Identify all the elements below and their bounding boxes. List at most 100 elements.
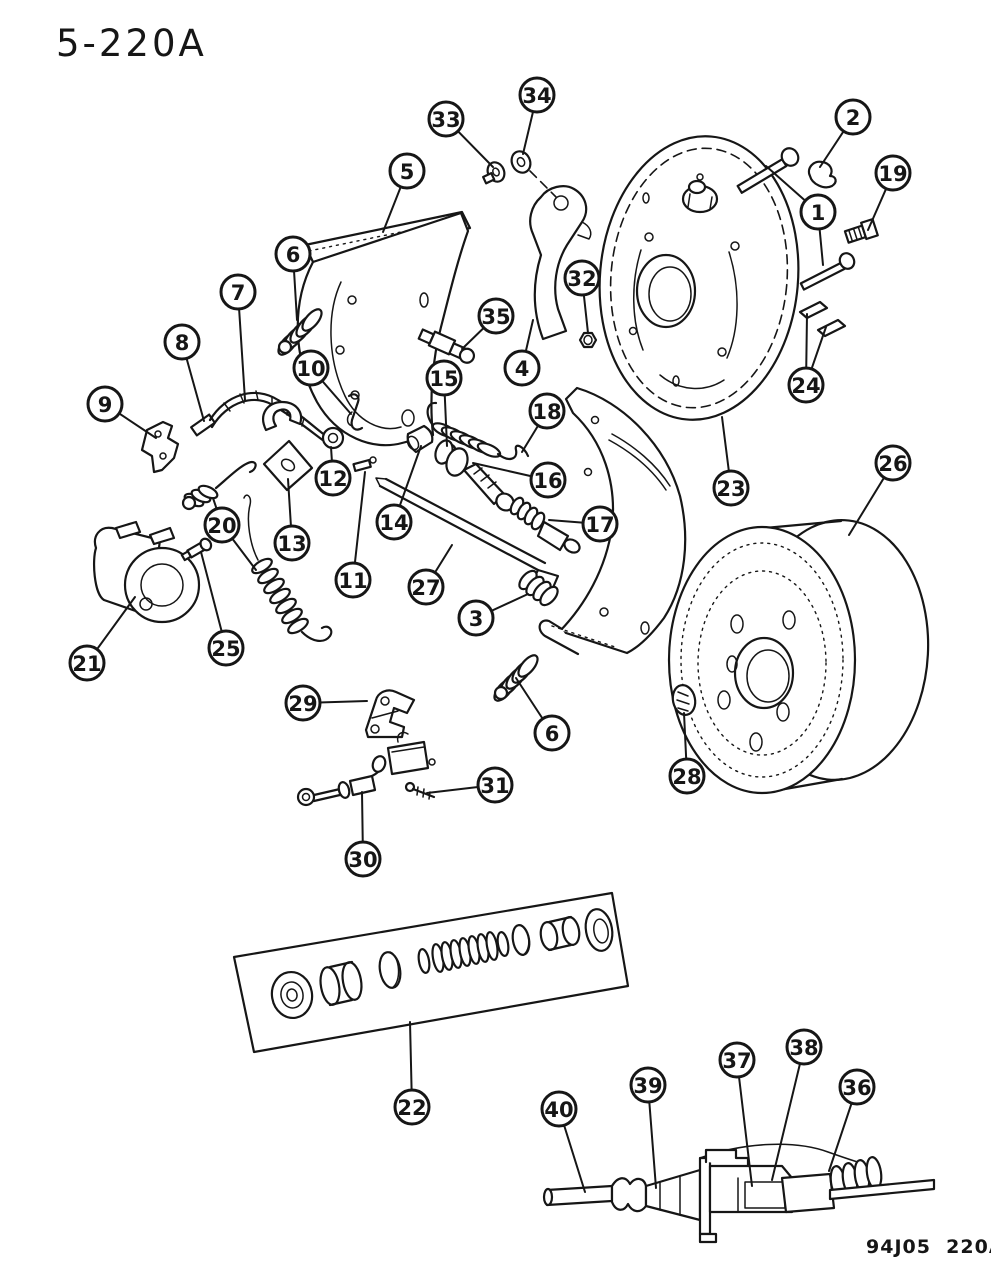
callout-circle [529,461,567,499]
callout-circle [476,766,514,804]
callout-11: 11 [334,471,372,599]
callout-27: 27 [407,544,453,606]
callouts-layer: 1234566789101112131415161718192021222324… [68,76,912,1193]
long-return-spring-art [243,494,333,642]
callout-34: 34 [518,76,556,155]
callout-31: 31 [426,766,514,804]
callout-9: 9 [86,385,157,439]
callout-number: 22 [397,1096,426,1120]
callout-number: 37 [722,1049,751,1073]
callout-17: 17 [548,505,619,543]
callout-2: 2 [819,98,872,168]
callout-number: 30 [348,848,377,872]
callout-number: 32 [567,267,596,291]
callout-number: 17 [585,513,614,537]
callout-39: 39 [629,1066,667,1189]
callout-number: 38 [789,1036,818,1060]
anchor-pin-art [417,328,476,364]
park-cable-assembly-art [542,1143,936,1244]
callout-circle [427,100,465,138]
callout-circle [314,459,352,497]
bleeder-screw-art [180,537,213,562]
callout-number: 27 [411,576,440,600]
return-spring-upper-art [277,308,323,356]
drawing-number: 5-220A [56,22,207,65]
callout-40: 40 [540,1090,586,1193]
callout-circle [787,366,825,404]
grease-cap-art [671,684,697,716]
callout-circle [407,568,445,606]
callout-12: 12 [314,446,352,497]
plate-code: 94J05 220A [866,1236,991,1258]
callout-number: 24 [791,374,820,398]
wheel-cylinder-art [93,520,201,624]
callout-number: 15 [429,367,458,391]
callout-20: 20 [203,497,257,571]
callout-circle [838,1068,876,1106]
callout-8: 8 [163,323,205,422]
callout-29: 29 [284,684,368,722]
callout-leader-line [736,1059,753,1187]
callout-33: 33 [427,100,494,168]
callout-circle [563,259,601,297]
callout-32: 32 [563,259,601,334]
adjuster-lever-art [140,420,180,474]
callout-number: 20 [207,514,236,538]
callout-circle [518,76,556,114]
callout-circle [203,506,241,544]
callout-circle [874,154,912,192]
callout-number: 18 [532,400,561,424]
rear-shoe-art [538,386,687,656]
callout-16: 16 [472,461,567,499]
callout-circle [334,561,372,599]
cable-guide-art [262,393,364,432]
repair-kit-art [232,891,630,1054]
callout-36: 36 [828,1068,876,1172]
callout-number: 29 [288,692,317,716]
callout-23: 23 [712,416,750,507]
lever-bracket-art [364,689,416,739]
callout-38: 38 [771,1028,823,1181]
callout-circle [274,235,312,273]
callout-3: 3 [457,593,529,637]
callout-number: 8 [175,331,190,355]
callout-number: 11 [338,569,367,593]
callout-1: 1 [765,165,837,266]
callout-circle [86,385,124,423]
callout-circle [785,1028,823,1066]
callout-circle [834,98,872,136]
callout-circle [344,840,382,878]
callout-10: 10 [292,349,352,415]
callout-14: 14 [375,445,422,541]
callout-number: 13 [277,532,306,556]
callout-number: 6 [545,722,560,746]
callout-circle [273,524,311,562]
callout-circle [163,323,201,361]
callout-number: 3 [469,607,484,631]
support-plate-art [262,439,314,492]
callout-circle [718,1041,756,1079]
front-shoe-art [296,210,472,447]
hold-down-spring-art [181,460,257,511]
callout-circle [540,1090,578,1128]
callout-37: 37 [718,1041,756,1187]
callout-circle [668,757,706,795]
callout-circle [207,629,245,667]
strut-spring-art [518,569,559,607]
callout-number: 5 [400,160,415,184]
callout-circle [457,599,495,637]
retainer-washers-art [482,150,532,185]
brake-drum-art [667,518,930,795]
callout-circle [284,684,322,722]
callout-circle [68,644,106,682]
callout-circle [219,273,257,311]
park-lever-art [529,170,592,341]
callout-number: 35 [481,305,510,329]
hold-down-pin-art [352,456,377,473]
callout-number: 25 [211,637,240,661]
backing-plate-art [598,135,800,421]
callout-number: 31 [480,774,509,798]
callout-leader-line [771,1046,805,1181]
callout-26: 26 [848,444,912,536]
